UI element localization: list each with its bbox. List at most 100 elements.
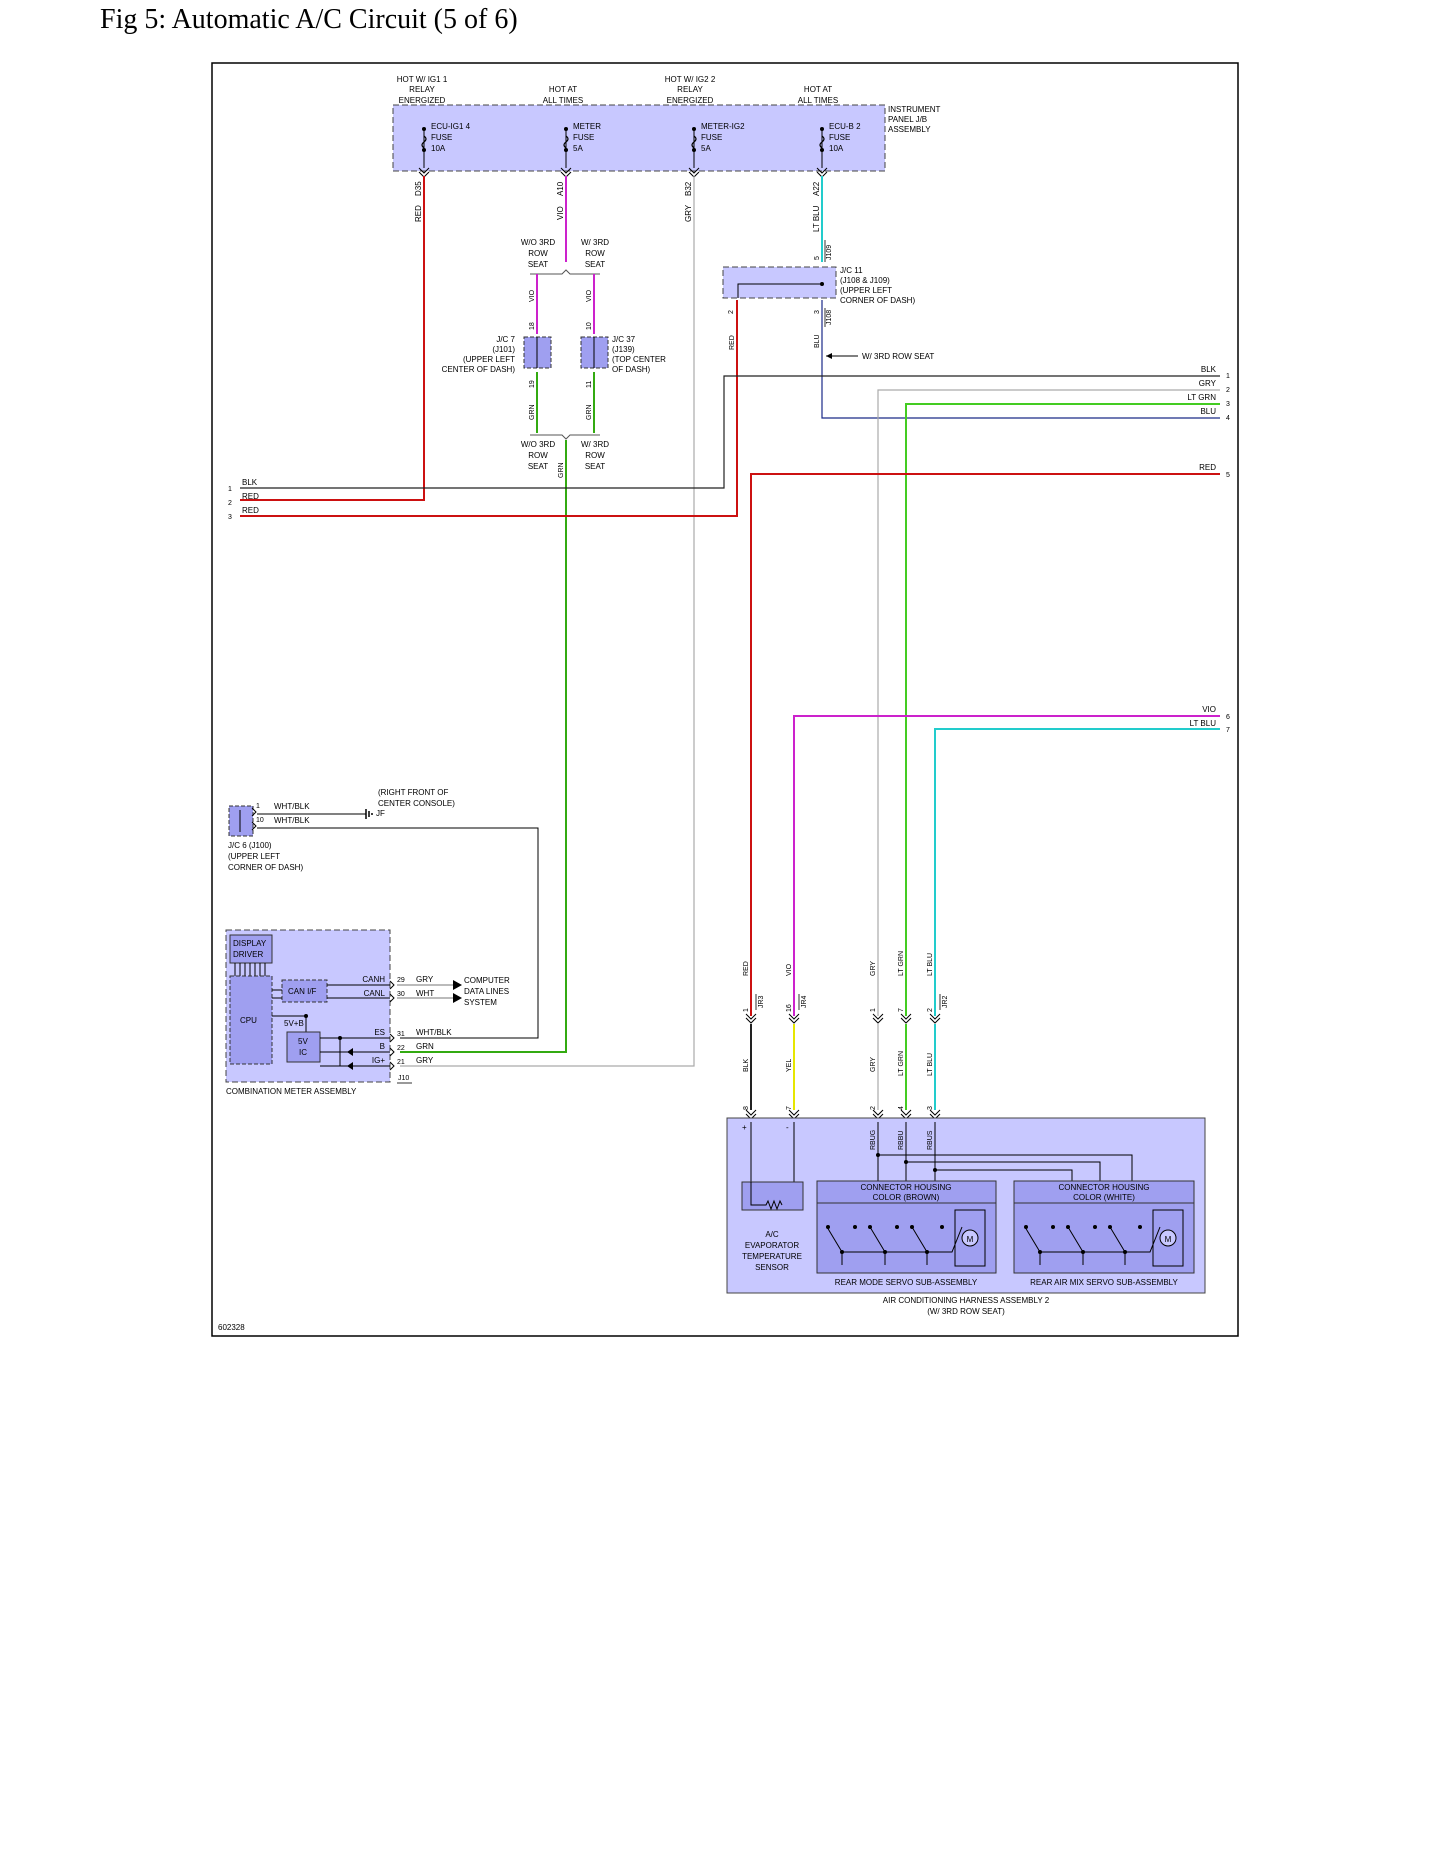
wire-gry-meter-ig2 [400,176,695,1067]
svg-text:ROW: ROW [528,249,548,258]
left-offpage-connector: 1 2 3 BLK RED RED [228,478,259,521]
motor-icon [961,1229,979,1247]
svg-text:DRIVER: DRIVER [233,950,263,959]
svg-text:10: 10 [256,817,264,824]
svg-text:RBUS: RBUS [927,1130,934,1150]
svg-text:7: 7 [1226,727,1230,734]
svg-text:METER-IG2: METER-IG2 [701,122,745,131]
svg-text:JR4: JR4 [801,995,808,1008]
servo-switches [826,1226,963,1265]
svg-text:LT GRN: LT GRN [898,1051,905,1076]
svg-text:FUSE: FUSE [573,133,594,142]
figure-id: 602328 [218,1323,245,1332]
source-label: ENERGIZED [399,96,446,105]
svg-text:10: 10 [586,322,593,330]
pin-label: A10 [556,181,565,196]
driver-pins [234,963,266,976]
svg-text:METER: METER [573,122,601,131]
svg-text:FUSE: FUSE [829,133,850,142]
svg-text:CANH: CANH [362,975,385,984]
svg-text:RBUG: RBUG [870,1130,877,1150]
svg-text:J108: J108 [826,310,833,325]
svg-text:TEMPERATURE: TEMPERATURE [742,1252,802,1261]
wire-red-right [750,473,1220,1016]
svg-text:3: 3 [228,514,232,521]
svg-text:CONNECTOR HOUSING: CONNECTOR HOUSING [1059,1183,1150,1192]
display-driver [229,934,273,964]
svg-text:WHT: WHT [416,989,434,998]
svg-text:CPU: CPU [240,1016,257,1025]
right-offpage-connector: BLK GRY LT GRN BLU RED VIO LT BLU 1 2 3 … [1187,365,1230,734]
svg-text:BLU: BLU [1200,407,1216,416]
svg-text:ROW: ROW [585,451,605,460]
svg-text:LT BLU: LT BLU [1190,719,1217,728]
svg-text:1: 1 [743,1008,750,1012]
svg-text:16: 16 [786,1004,793,1012]
option-bracket [530,434,600,440]
svg-text:4: 4 [898,1106,905,1110]
svg-text:(J101): (J101) [492,345,515,354]
svg-text:5A: 5A [573,144,583,153]
svg-text:(J139): (J139) [612,345,635,354]
svg-text:FUSE: FUSE [701,133,722,142]
svg-text:ROW: ROW [528,451,548,460]
svg-text:7: 7 [786,1106,793,1110]
svg-text:GRN: GRN [529,404,536,420]
svg-text:SYSTEM: SYSTEM [464,998,497,1007]
svg-text:JR2: JR2 [942,995,949,1008]
svg-text:VIO: VIO [786,963,793,976]
source-label: HOT W/ IG1 1 [397,75,448,84]
svg-text:J/C 11: J/C 11 [840,266,863,275]
pin-label: B32 [684,181,693,196]
svg-text:ECU-B 2: ECU-B 2 [829,122,861,131]
svg-text:CONNECTOR HOUSING: CONNECTOR HOUSING [861,1183,952,1192]
ground-icon [365,809,373,819]
pin-label: A22 [812,181,821,196]
svg-text:A/C: A/C [765,1230,779,1239]
source-label: HOT W/ IG2 2 [665,75,716,84]
svg-text:(J108 & J109): (J108 & J109) [840,276,890,285]
svg-text:3: 3 [927,1106,934,1110]
svg-text:VIO: VIO [586,289,593,302]
svg-text:W/O 3RD: W/O 3RD [521,238,555,247]
svg-text:BLK: BLK [1201,365,1217,374]
svg-text:CENTER OF DASH): CENTER OF DASH) [442,365,516,374]
svg-text:5A: 5A [701,144,711,153]
svg-text:VIO: VIO [1202,705,1216,714]
wire-red-jc11 [240,300,738,517]
svg-text:IG+: IG+ [372,1056,385,1065]
svg-text:1: 1 [1226,373,1230,380]
svg-text:1: 1 [256,803,260,810]
fuse-meter-ig2: METER-IG2 FUSE 5A [691,122,745,168]
thermistor-icon [750,1182,783,1211]
pin-label: D35 [414,181,423,196]
svg-text:BLK: BLK [743,1058,750,1072]
svg-text:GRN: GRN [416,1042,434,1051]
svg-text:CORNER OF DASH): CORNER OF DASH) [840,296,915,305]
svg-text:RED: RED [242,492,259,501]
svg-text:M: M [967,1235,974,1244]
svg-text:J/C 6 (J100): J/C 6 (J100) [228,841,272,850]
five-volt-ic [286,1031,321,1063]
svg-text:(UPPER LEFT: (UPPER LEFT [228,852,280,861]
svg-text:YEL: YEL [786,1059,793,1072]
svg-text:JF: JF [376,809,385,818]
instrument-panel-jb [392,104,886,172]
svg-text:EVAPORATOR: EVAPORATOR [745,1241,799,1250]
source-label: HOT AT [549,85,577,94]
source-label: ALL TIMES [543,96,583,105]
svg-text:COMPUTER: COMPUTER [464,976,510,985]
svg-text:REAR MODE SERVO SUB-ASSEMBLY: REAR MODE SERVO SUB-ASSEMBLY [835,1278,978,1287]
meter-connector [389,980,395,1071]
svg-text:AIR CONDITIONING HARNESS ASSEM: AIR CONDITIONING HARNESS ASSEMBLY 2 [883,1296,1050,1305]
servo-contacts [1024,1225,1142,1254]
svg-text:DATA LINES: DATA LINES [464,987,509,996]
svg-text:CENTER CONSOLE): CENTER CONSOLE) [378,799,455,808]
fuse-ecu-b2: ECU-B 2 FUSE 10A [819,122,861,168]
svg-text:GRY: GRY [870,961,877,976]
svg-text:GRN: GRN [586,404,593,420]
svg-text:SEAT: SEAT [528,462,548,471]
cpu [229,975,273,1065]
power-sources: HOT W/ IG1 1 RELAY ENERGIZED HOT AT ALL … [397,75,839,105]
